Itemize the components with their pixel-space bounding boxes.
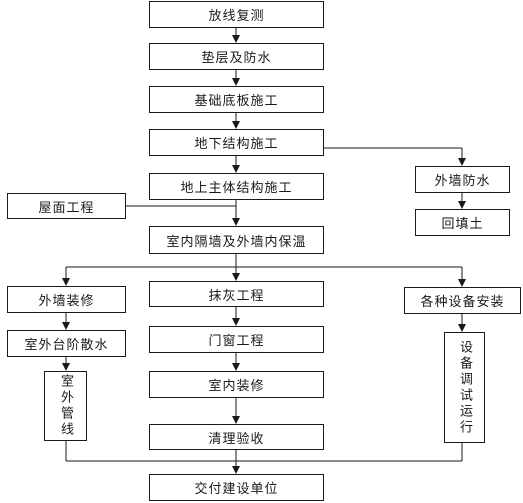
- step-backfill-label: 回填土: [441, 217, 484, 232]
- step-cleanup: 清理验收: [149, 424, 324, 450]
- step-handover: 交付建设单位: [149, 474, 324, 501]
- step-partition: 室内隔墙及外墙内保温: [149, 226, 324, 254]
- step-commissioning: 设备调试运行: [444, 332, 485, 443]
- step-foundation-label: 基础底板施工: [194, 94, 279, 109]
- step-interior: 室内装修: [149, 371, 324, 398]
- step-outdoor-pipes-label: 室外管线: [58, 374, 73, 438]
- step-foundation: 基础底板施工: [149, 86, 324, 113]
- step-superstructure: 地上主体结构施工: [149, 173, 324, 200]
- step-cushion: 垫层及防水: [149, 43, 324, 70]
- step-interior-label: 室内装修: [208, 379, 265, 394]
- step-roof-label: 屋面工程: [38, 200, 95, 216]
- step-basement-label: 地下结构施工: [194, 137, 279, 152]
- step-backfill: 回填土: [415, 209, 510, 236]
- step-superstructure-label: 地上主体结构施工: [180, 181, 293, 196]
- step-ext-decoration: 外墙装修: [7, 286, 126, 313]
- step-plastering: 抹灰工程: [149, 281, 324, 307]
- step-doors-windows: 门窗工程: [149, 326, 324, 353]
- step-doors-windows-label: 门窗工程: [208, 334, 265, 349]
- step-basement: 地下结构施工: [149, 129, 324, 156]
- step-roof: 屋面工程: [7, 193, 126, 219]
- step-plastering-label: 抹灰工程: [208, 288, 265, 304]
- step-ext-waterproof-label: 外墙防水: [434, 174, 491, 189]
- step-cushion-label: 垫层及防水: [201, 51, 272, 66]
- step-handover-label: 交付建设单位: [194, 482, 279, 497]
- step-survey: 放线复测: [149, 1, 324, 28]
- step-equipment-label: 各种设备安装: [420, 295, 505, 310]
- step-outdoor-steps-label: 室外台阶散水: [24, 338, 109, 353]
- step-outdoor-pipes: 室外管线: [44, 371, 87, 441]
- step-ext-decoration-label: 外墙装修: [38, 294, 95, 309]
- step-ext-waterproof: 外墙防水: [415, 166, 510, 193]
- step-outdoor-steps: 室外台阶散水: [7, 330, 126, 357]
- step-equipment: 各种设备安装: [404, 287, 521, 314]
- step-survey-label: 放线复测: [208, 9, 265, 24]
- step-partition-label: 室内隔墙及外墙内保温: [166, 234, 307, 250]
- step-commissioning-label: 设备调试运行: [457, 339, 472, 436]
- step-cleanup-label: 清理验收: [208, 431, 265, 447]
